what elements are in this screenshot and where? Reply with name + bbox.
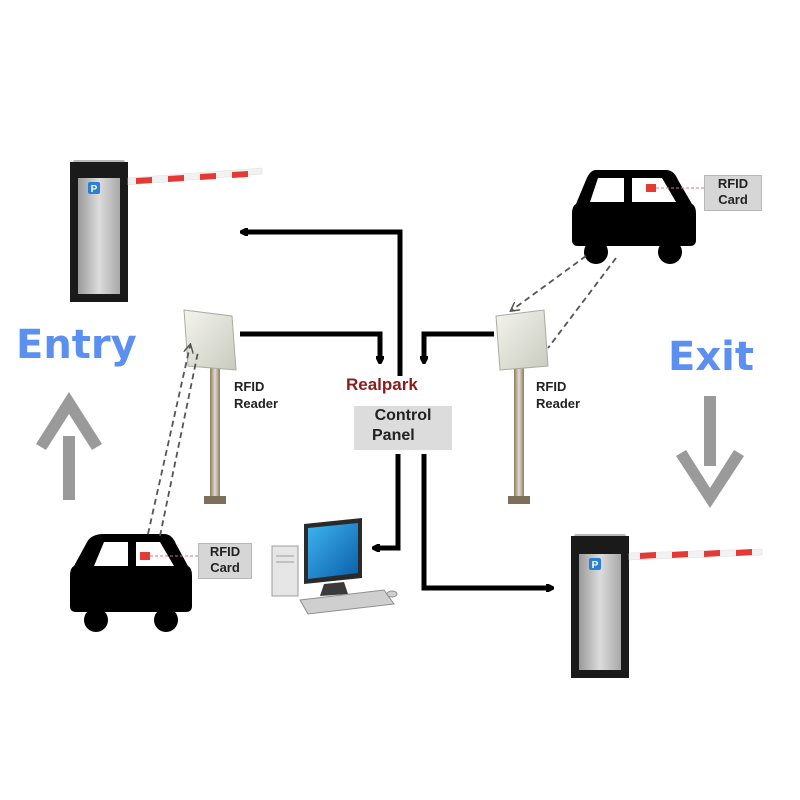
arrow-panel-to-computer <box>374 454 401 548</box>
rfid-reader-icon <box>495 309 549 504</box>
car-icon <box>572 170 696 264</box>
exit-label: Exit <box>668 334 754 380</box>
card-label-line1: RFID <box>717 176 749 191</box>
arrow-up-icon <box>36 392 102 500</box>
entry-label: Entry <box>16 322 137 368</box>
card-label-line2: Card <box>718 192 748 207</box>
rfid-reader-label-right: RFID Reader <box>536 378 580 412</box>
rfid-reader-icon <box>183 309 237 504</box>
reader-label-line1: RFID <box>536 379 567 394</box>
card-label-line1: RFID <box>209 544 241 559</box>
rfid-card-label-top: RFID Card <box>704 175 762 211</box>
control-panel-line2: Panel <box>372 427 415 444</box>
barrier-logo: P <box>91 184 98 195</box>
barrier-gate-icon: P <box>70 160 263 302</box>
computer-icon <box>271 518 398 615</box>
arrow-panel-to-exit-gate <box>421 454 552 588</box>
reader-label-line2: Reader <box>234 396 279 411</box>
brand-label: Realpark <box>346 375 418 394</box>
car-icon <box>70 534 192 632</box>
reader-label-line1: RFID <box>234 379 265 394</box>
card-label-line2: Card <box>210 560 240 575</box>
rfid-reader-label-left: RFID Reader <box>234 378 278 412</box>
arrow-panel-to-entry-gate <box>242 232 403 376</box>
control-panel-box: Control Panel <box>354 406 452 450</box>
rfid-card-label-bottom: RFID Card <box>198 543 252 579</box>
flow-arrows <box>240 232 552 588</box>
barrier-logo: P <box>592 560 599 571</box>
barrier-gate-icon: P <box>571 534 763 678</box>
arrow-down-icon <box>676 396 744 508</box>
reader-label-line2: Reader <box>536 396 581 411</box>
control-panel-line1: Control <box>374 407 432 424</box>
rfid-signal-lines <box>147 255 617 537</box>
arrow-exit-reader-to-panel <box>424 331 494 362</box>
arrow-entry-reader-to-panel <box>240 331 380 362</box>
